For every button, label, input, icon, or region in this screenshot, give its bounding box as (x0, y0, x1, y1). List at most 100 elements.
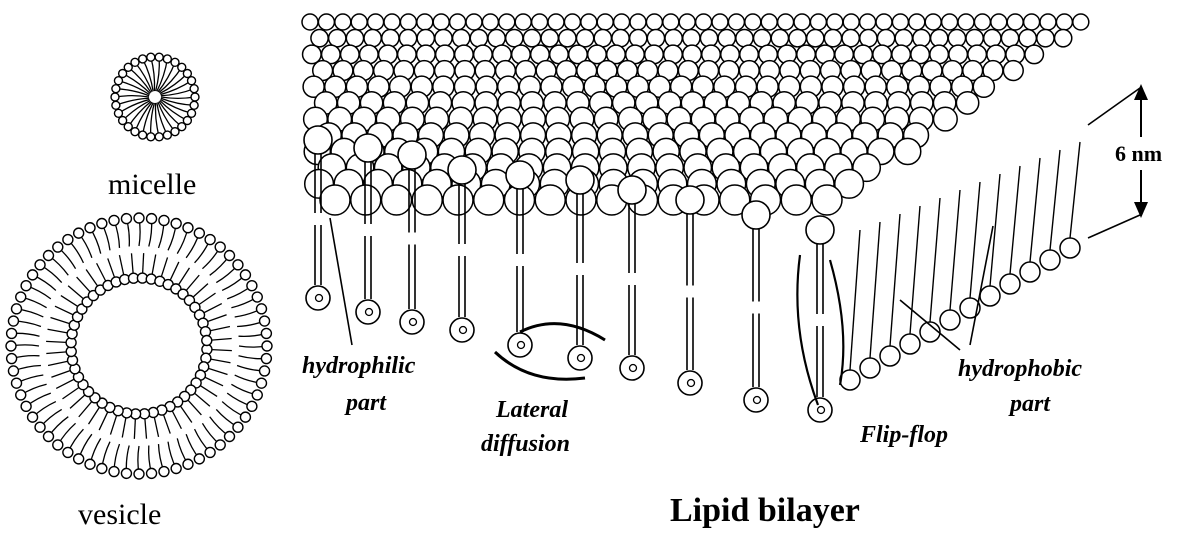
micelle-lipid-tail (161, 97, 195, 98)
bilayer-side-bottom-head (1040, 250, 1060, 270)
bilayer-bottom-head (508, 333, 532, 357)
bilayer-bottom-head (450, 318, 474, 342)
lateral-diffusion-arrow-top (520, 324, 605, 340)
vesicle-outer-lipid-head (8, 366, 18, 376)
bilayer-top-head (450, 14, 466, 30)
bilayer-front-head (676, 186, 704, 214)
bilayer-front-head (566, 166, 594, 194)
bilayer-top-head (302, 14, 318, 30)
bilayer-top-head (417, 14, 433, 30)
flipflop-arrow-down (830, 260, 843, 385)
vesicle-outer-lipid-head (74, 454, 84, 464)
vesicle-outer-lipid-head (43, 432, 53, 442)
vesicle-outer-lipid-head (256, 378, 266, 388)
bilayer-top-head (453, 30, 470, 47)
vesicle-outer-lipid-head (147, 468, 157, 478)
bilayer-top-head (335, 14, 351, 30)
bilayer-top-head (1040, 14, 1056, 30)
hydrophilic-part-label: part (346, 391, 386, 415)
micelle-lipid-tail (116, 89, 149, 96)
bilayer-top-head (991, 14, 1007, 30)
vesicle-outer-lipid-head (16, 390, 26, 400)
bilayer-side-tail (1070, 142, 1080, 238)
bilayer-top-head (812, 185, 842, 215)
bilayer-top-head (417, 30, 434, 47)
bilayer-bottom-head (620, 356, 644, 380)
bilayer-top-head (346, 30, 363, 47)
bilayer-top-head (581, 14, 597, 30)
bilayer-top-head (351, 14, 367, 30)
bilayer-side-bottom-head (980, 286, 1000, 306)
bilayer-top-head (761, 14, 777, 30)
bilayer-side-tail (970, 182, 980, 298)
micelle-lipid-head (112, 101, 120, 109)
bilayer-top-head (1007, 14, 1023, 30)
bilayer-top-head (368, 14, 384, 30)
bilayer-top-head (541, 30, 558, 47)
vesicle-outer-lipid-head (205, 447, 215, 457)
bilayer-side-tail (1030, 158, 1040, 262)
bilayer-top-head (778, 14, 794, 30)
vesicle-drawing (6, 213, 272, 479)
vesicle-outer-lipid-head (28, 412, 38, 422)
bilayer-top-head (630, 14, 646, 30)
bilayer-top-head (1056, 14, 1072, 30)
bilayer-top-head (843, 14, 859, 30)
vesicle-outer-lipid-head (194, 228, 204, 238)
micelle-lipid-head (131, 58, 139, 66)
micelle-lipid-head (155, 53, 163, 61)
vesicle-outer-lipid-head (171, 219, 181, 229)
bilayer-top-head (663, 14, 679, 30)
vesicle-outer-lipid-head (262, 341, 272, 351)
bilayer-top-head (696, 14, 712, 30)
vesicle-outer-lipid-head (43, 250, 53, 260)
micelle-lipid-tail (118, 81, 149, 95)
vesicle-outer-lipid-head (7, 354, 17, 364)
bilayer-top-head (895, 138, 921, 164)
vesicle-outer-lipid-head (121, 214, 131, 224)
vesicle-outer-lipid-head (225, 432, 235, 442)
bilayer-top-head (781, 185, 811, 215)
bilayer-top-head (934, 107, 958, 131)
vesicle-outer-lipid-head (21, 281, 31, 291)
bilayer-top-head (665, 30, 682, 47)
vesicle-outer-lipid-head (63, 447, 73, 457)
bilayer-top-head (958, 14, 974, 30)
vesicle-outer-lipid-head (215, 242, 225, 252)
bilayer-side-tail (890, 214, 900, 346)
bilayer-top-head (700, 30, 717, 47)
vesicle-outer-lipid-head (159, 467, 169, 477)
bilayer-front-head (398, 141, 426, 169)
vesicle-outer-lipid-head (225, 250, 235, 260)
vesicle-label: vesicle (78, 500, 161, 530)
vesicle-outer-lipid-head (6, 341, 16, 351)
vesicle-outer-lipid-head (159, 215, 169, 225)
bilayer-top-head (913, 30, 930, 47)
vesicle-outer-lipid-head (261, 354, 271, 364)
micelle-lipid-head (155, 133, 163, 141)
vesicle-outer-lipid-head (35, 422, 45, 432)
bilayer-top-head (771, 30, 788, 47)
micelle-drawing (111, 53, 199, 141)
hydrophobic-label: hydrophobic (958, 357, 1082, 381)
vesicle-outer-lipid-head (97, 463, 107, 473)
micelle-lipid-head (147, 133, 155, 141)
micelle-lipid-head (171, 128, 179, 136)
bilayer-top-head (482, 14, 498, 30)
bilayer-top-head (966, 30, 983, 47)
bilayer-top-head (382, 185, 412, 215)
bilayer-top-head (488, 30, 505, 47)
bilayer-top-head (754, 30, 771, 47)
micelle-lipid-head (147, 53, 155, 61)
bilayer-top-head (523, 30, 540, 47)
bilayer-front-head (806, 216, 834, 244)
vesicle-outer-lipid-head (35, 260, 45, 270)
vesicle-outer-lipid-head (247, 401, 257, 411)
bilayer-top-head (877, 30, 894, 47)
bilayer-top-head (925, 14, 941, 30)
bilayer-top-head (824, 30, 841, 47)
diagram-title: Lipid bilayer (670, 494, 860, 528)
micelle-lipid-head (139, 55, 147, 63)
bilayer-bottom-head (568, 346, 592, 370)
vesicle-outer-lipid-head (215, 440, 225, 450)
